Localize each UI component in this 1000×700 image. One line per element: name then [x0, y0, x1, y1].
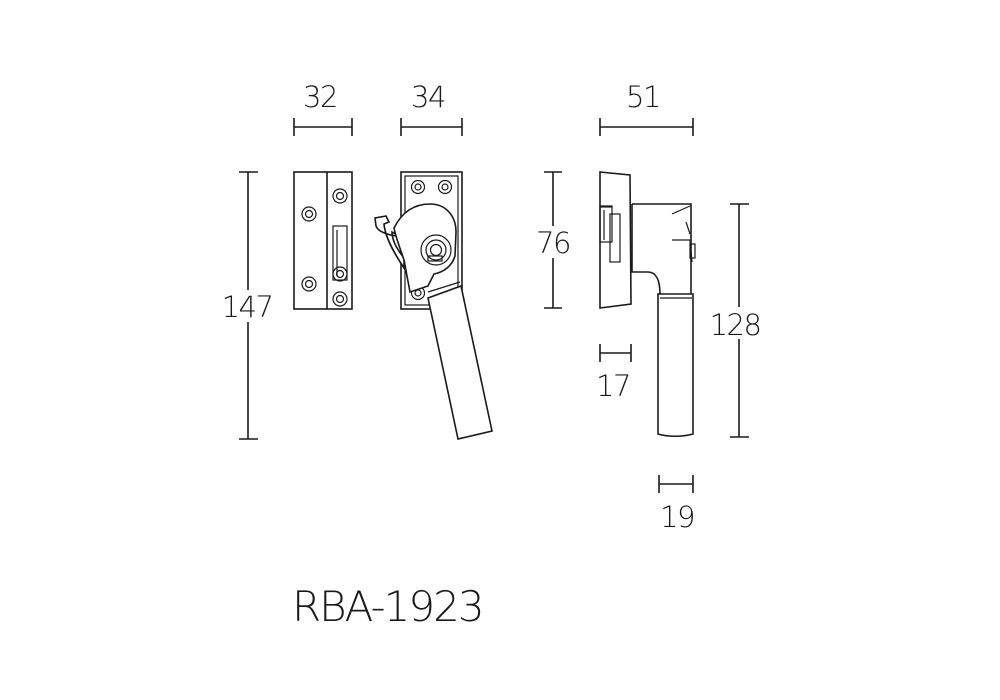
dimension-strike-width: 32 — [293, 80, 353, 136]
screw-hole-icon — [332, 291, 348, 307]
dimension-label-strike-width: 32 — [303, 80, 337, 114]
pivot-icon — [420, 234, 452, 266]
lever-body — [393, 203, 457, 294]
strike-plate-front-view — [293, 171, 353, 310]
dimension-label-handle-height: 128 — [710, 308, 761, 342]
screw-hole-icon — [410, 179, 426, 195]
dimension-handle-height: 128 — [710, 203, 762, 438]
dimension-base-depth: 17 — [596, 344, 632, 403]
dimension-grip-diameter: 19 — [658, 475, 695, 534]
screw-hole-icon — [332, 266, 348, 282]
hook-latch — [374, 215, 405, 271]
dimension-label-base-depth: 17 — [596, 369, 630, 403]
dimension-label-base-height: 76 — [536, 226, 570, 260]
dimension-base-width: 34 — [400, 80, 463, 136]
dimension-label-overall-height: 147 — [222, 290, 273, 324]
screw-hole-icon — [301, 206, 317, 222]
handle-grip-front — [427, 284, 493, 440]
dimension-label-base-width: 34 — [411, 80, 445, 114]
model-number: RBA-1923 — [292, 582, 483, 631]
dimension-overall-height: 147 — [222, 171, 274, 440]
dimension-side-depth: 51 — [599, 80, 694, 136]
handle-grip-side — [657, 293, 694, 438]
handle-base-front-view — [374, 171, 493, 440]
dimension-label-side-depth: 51 — [626, 80, 660, 114]
dimension-base-height: 76 — [536, 171, 571, 309]
screw-hole-icon — [437, 179, 453, 195]
screw-hole-icon — [332, 188, 348, 204]
handle-side-view — [599, 171, 696, 438]
dimension-label-grip-diameter: 19 — [660, 500, 694, 534]
screw-hole-icon — [301, 276, 317, 292]
